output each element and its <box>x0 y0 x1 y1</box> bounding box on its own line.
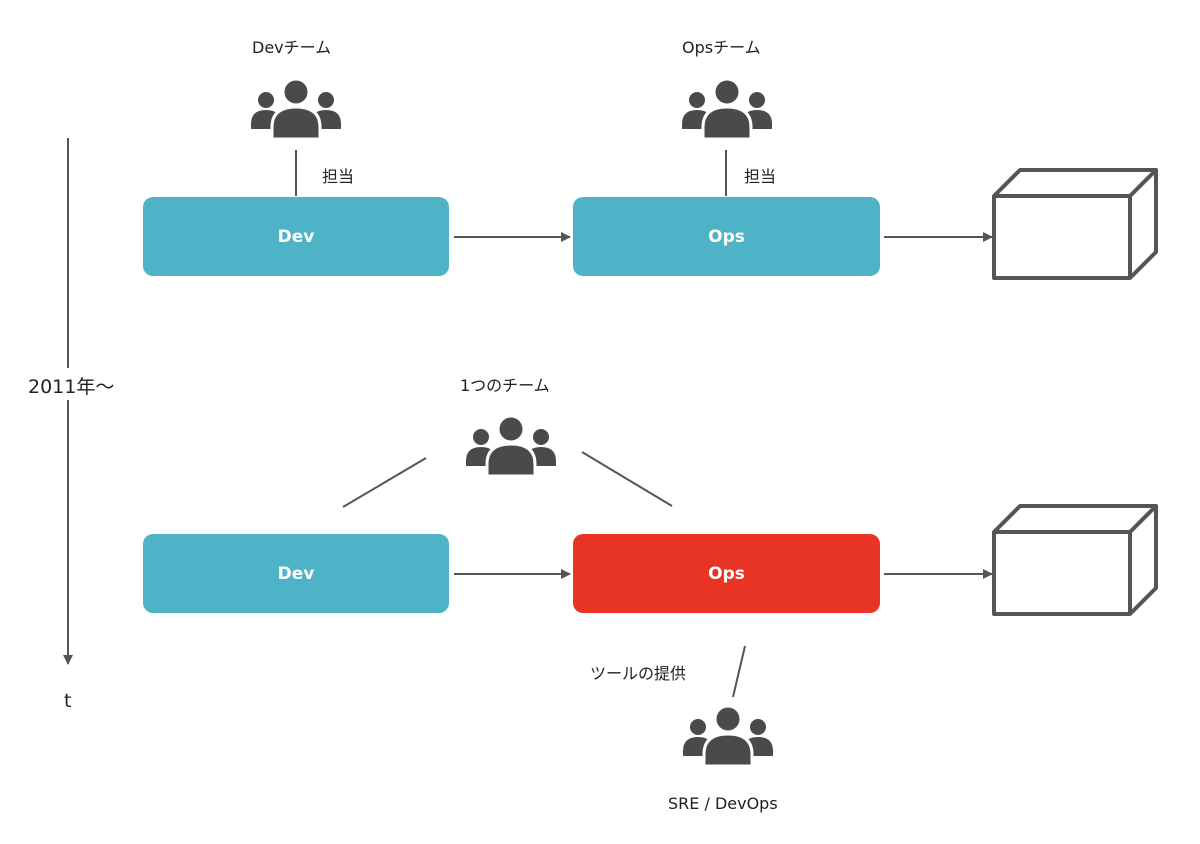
cube-icon <box>992 504 1158 616</box>
assign-dev-label: 担当 <box>322 167 355 186</box>
ops-box-bottom: Ops <box>573 534 880 613</box>
one-team-label: 1つのチーム <box>460 376 550 395</box>
people-group-icon <box>681 79 773 139</box>
ops-box-top: Ops <box>573 197 880 276</box>
time-period-label: 2011年〜 <box>28 376 115 398</box>
people-group-icon <box>465 416 557 476</box>
ops-team-label: Opsチーム <box>682 38 761 57</box>
dev-box-top: Dev <box>143 197 449 276</box>
people-group-icon <box>250 79 342 139</box>
team-to-ops-line <box>581 451 673 507</box>
cube-icon <box>992 168 1158 280</box>
sre-devops-label: SRE / DevOps <box>668 794 778 813</box>
assign-ops-label: 担当 <box>744 167 777 186</box>
tool-provision-label: ツールの提供 <box>590 664 687 683</box>
dev-team-label: Devチーム <box>252 38 332 57</box>
tool-provision-line <box>732 645 746 698</box>
team-to-dev-line <box>342 457 427 508</box>
dev-box-bottom: Dev <box>143 534 449 613</box>
people-group-icon <box>682 706 774 766</box>
time-axis-label: t <box>64 690 72 712</box>
